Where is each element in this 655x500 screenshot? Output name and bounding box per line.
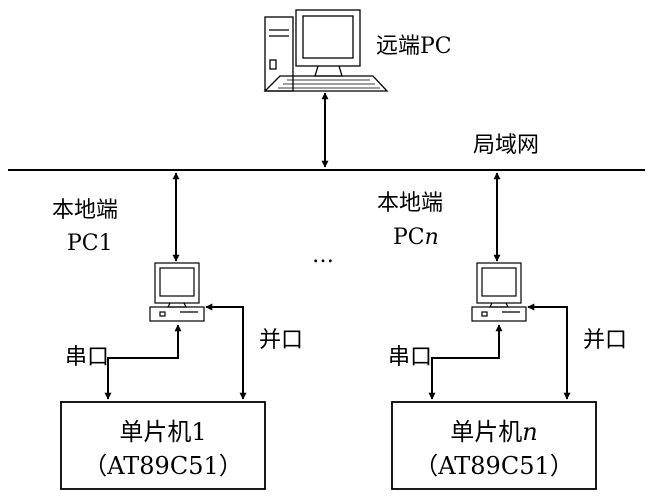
local-pc-1-label-line1: 本地端 <box>52 198 118 223</box>
mcu-n-model: （AT89C51） <box>414 452 573 480</box>
left-parallel-link-arrow <box>205 303 247 400</box>
mcu-n-name: 单片机n <box>450 418 537 446</box>
left-serial-label: 串口 <box>65 345 109 370</box>
mcu-1-name-suffix: 1 <box>191 418 206 446</box>
lan-label: 局域网 <box>473 133 539 158</box>
right-parallel-label: 并口 <box>583 328 627 353</box>
local-pc-n-label-prefix: PC <box>393 225 425 250</box>
mcu-1-name-prefix: 单片机 <box>119 418 191 446</box>
mcu-1-name: 单片机1 <box>119 418 206 446</box>
local-pc-n-label-italic: n <box>425 225 439 250</box>
remote-pc-label: 远端PC <box>376 34 452 59</box>
local-pc-1-icon <box>149 262 205 322</box>
local-pc-1-label-line2: PC1 <box>67 231 113 256</box>
mcu-1-model: （AT89C51） <box>83 452 242 480</box>
ellipsis: … <box>312 243 334 268</box>
mcu-1-box <box>60 401 266 490</box>
local-pc-n-icon <box>471 262 527 322</box>
left-serial-link-arrow <box>104 324 182 400</box>
mcu-n-box <box>391 401 597 490</box>
mcu-n-name-italic: n <box>522 418 537 446</box>
local-pc-n-label-line2: PCn <box>393 225 439 250</box>
local-pc-n-label-line1: 本地端 <box>377 191 443 216</box>
left-parallel-label: 并口 <box>259 328 303 353</box>
right-serial-link-arrow <box>428 324 503 400</box>
remote-pc-icon <box>263 9 389 92</box>
mcu-n-name-prefix: 单片机 <box>450 418 522 446</box>
right-parallel-link-arrow <box>527 303 571 400</box>
right-serial-label: 串口 <box>388 345 432 370</box>
